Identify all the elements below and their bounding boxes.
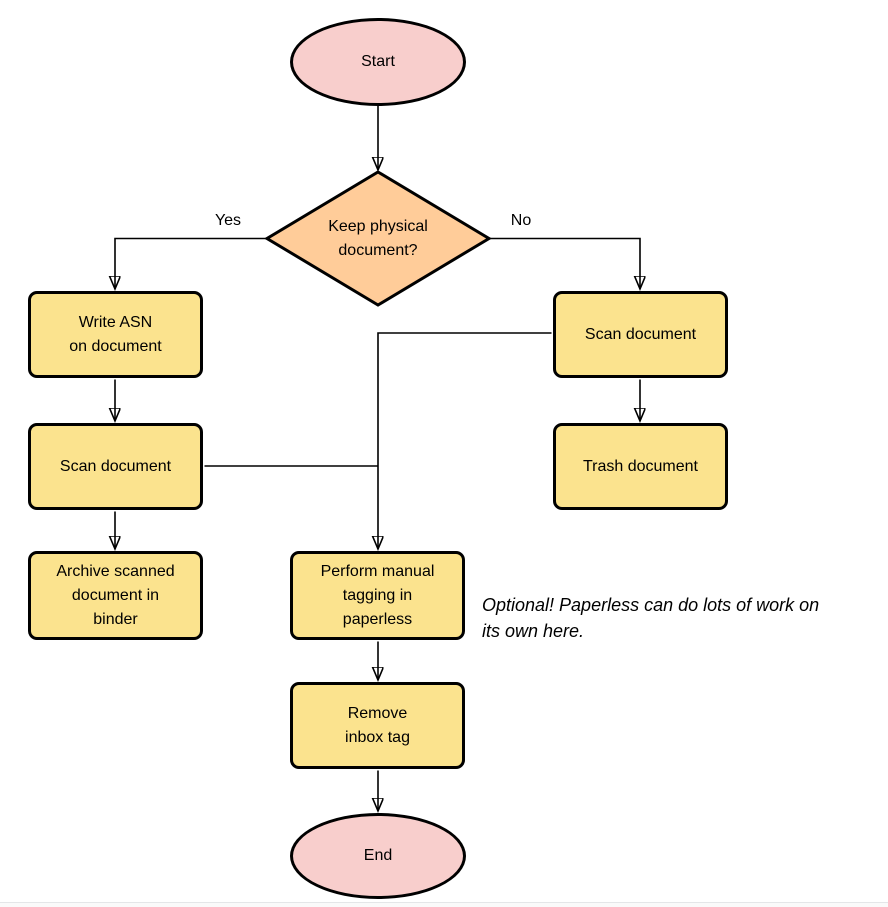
node-trash-document-label: Trash document — [582, 457, 698, 475]
decision-diamond-shape — [264, 170, 492, 307]
node-archive-binder: Archive scanned document in binder — [28, 551, 203, 640]
node-remove-inbox-tag-label: Remove inbox tag — [345, 704, 410, 746]
node-scan-document-right: Scan document — [553, 291, 728, 378]
node-perform-tagging-label: Perform manual tagging in paperless — [320, 562, 435, 628]
node-remove-inbox-tag: Remove inbox tag — [290, 682, 465, 769]
node-scan-document-left: Scan document — [28, 423, 203, 510]
node-write-asn-label: Write ASN on document — [69, 313, 162, 355]
note-text: Optional! Paperless can do lots of work … — [482, 595, 820, 641]
node-trash-document: Trash document — [553, 423, 728, 510]
page-bottom-divider — [0, 902, 888, 907]
node-decision-label: Keep physical document? — [328, 217, 428, 259]
node-end-label: End — [363, 847, 393, 864]
node-write-asn: Write ASN on document — [28, 291, 203, 378]
node-decision-keep-physical: Keep physical document? — [267, 172, 489, 305]
edge-label-yes: Yes — [214, 212, 242, 229]
edge-scan-right-to-perform-tagging — [378, 332, 552, 549]
node-start: Start — [290, 18, 466, 106]
edge-label-no: No — [510, 212, 532, 229]
node-archive-binder-label: Archive scanned document in binder — [56, 562, 175, 628]
edge-decision-yes-to-write-asn — [115, 237, 266, 290]
node-end: End — [290, 813, 466, 899]
node-scan-document-right-label: Scan document — [584, 325, 697, 343]
node-start-label: Start — [361, 53, 395, 70]
node-perform-tagging: Perform manual tagging in paperless — [290, 551, 465, 640]
edge-decision-no-to-scan-right — [490, 237, 640, 290]
node-scan-document-left-label: Scan document — [59, 457, 172, 475]
